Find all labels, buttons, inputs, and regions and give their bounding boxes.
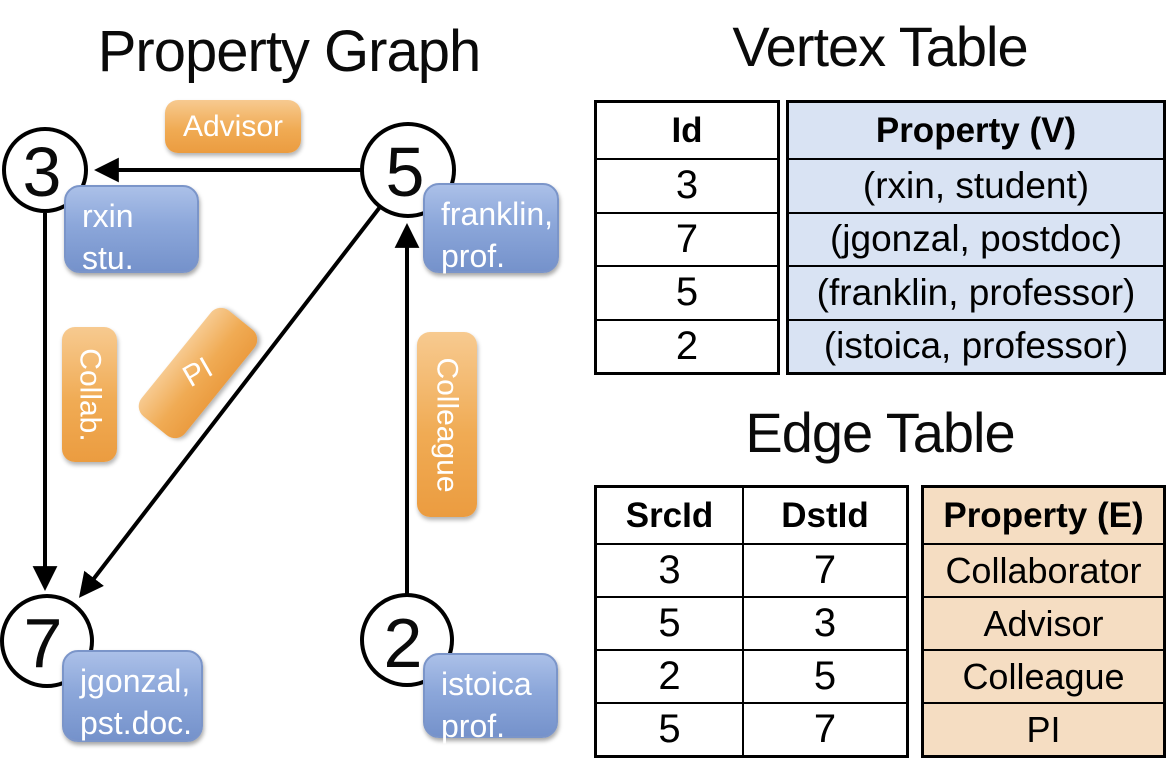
vertex-table-property-column: Property (V) (rxin, student) (jgonzal, p… xyxy=(786,100,1166,375)
node-7-id: 7 xyxy=(23,604,63,682)
vertex-property-2-line1: istoica xyxy=(441,666,532,702)
vertex-table-id-cell: 7 xyxy=(597,211,777,266)
vertex-table-id-cell: 3 xyxy=(597,158,777,212)
vertex-property-7-line2: pst.doc. xyxy=(80,705,193,742)
vertex-table-property-cell: (jgonzal, postdoc) xyxy=(789,211,1163,266)
vertex-table-property-header: Property (V) xyxy=(875,110,1077,150)
edge-table-id-columns: SrcId DstId 3 7 5 3 2 5 5 7 xyxy=(594,485,909,758)
vertex-property-7-line1: jgonzal, xyxy=(80,663,191,699)
vertex-property-box-7: jgonzal, pst.doc. xyxy=(62,650,203,742)
edge-table-dst-cell: 5 xyxy=(742,649,906,702)
node-2-id: 2 xyxy=(383,604,423,682)
vertex-property-3-line1: rxin xyxy=(82,198,134,234)
edge-table-src-cell: 5 xyxy=(597,702,742,755)
edge-table-property-column: Property (E) Collaborator Advisor Collea… xyxy=(921,485,1166,758)
edge-label-colleague: Colleague xyxy=(417,332,477,517)
edge-table-dst-cell: 7 xyxy=(742,702,906,755)
edge-label-collab-text: Collab. xyxy=(73,347,107,442)
edge-table-title: Edge Table xyxy=(745,401,1015,464)
vertex-table-property-cell: (istoica, professor) xyxy=(789,318,1163,373)
vertex-table-id-header: Id xyxy=(671,110,703,150)
edge-table-src-cell: 3 xyxy=(597,543,742,596)
vertex-table-property-cell: (rxin, student) xyxy=(789,158,1163,212)
edge-table-srcid-header: SrcId xyxy=(625,495,714,535)
vertex-property-5-line2: prof. xyxy=(441,238,506,275)
edge-table-property-header: Property (E) xyxy=(943,495,1144,535)
node-3-id: 3 xyxy=(22,133,62,211)
vertex-table-id-cell: 2 xyxy=(597,318,777,373)
edge-label-colleague-text: Colleague xyxy=(431,356,465,493)
edge-label-collab: Collab. xyxy=(62,327,117,462)
edge-table-property-cell: Colleague xyxy=(924,649,1163,702)
vertex-property-box-5: franklin, prof. xyxy=(423,183,559,274)
edge-label-pi-text: PI xyxy=(177,351,219,394)
edge-table-dst-cell: 7 xyxy=(742,543,906,596)
vertex-property-3-line2: stu. xyxy=(82,240,134,277)
edge-label-advisor-text: Advisor xyxy=(182,109,284,143)
vertex-property-box-3: rxin stu. xyxy=(64,185,199,276)
node-5-id: 5 xyxy=(385,133,425,211)
edge-table-property-cell: Advisor xyxy=(924,596,1163,649)
vertex-property-5-line1: franklin, xyxy=(441,196,554,232)
property-graph-title: Property Graph xyxy=(97,19,482,84)
edge-table-dst-cell: 3 xyxy=(742,596,906,649)
edge-table-src-cell: 5 xyxy=(597,596,742,649)
vertex-property-box-2: istoica prof. xyxy=(423,653,558,744)
vertex-property-2-line2: prof. xyxy=(441,708,506,745)
edge-5-7-line xyxy=(78,205,382,598)
edge-label-advisor: Advisor xyxy=(165,100,301,153)
edge-table-dstid-header: DstId xyxy=(742,488,906,543)
vertex-table-property-cell: (franklin, professor) xyxy=(789,265,1163,319)
edge-table-property-cell: Collaborator xyxy=(924,543,1163,596)
vertex-table-title: Vertex Table xyxy=(732,15,1028,78)
edge-table-src-cell: 2 xyxy=(597,649,742,702)
node-3-circle xyxy=(2,127,88,213)
vertex-table-id-column: Id 3 7 5 2 xyxy=(594,100,780,375)
edge-table-property-cell: PI xyxy=(924,702,1163,755)
vertex-table-id-cell: 5 xyxy=(597,265,777,319)
